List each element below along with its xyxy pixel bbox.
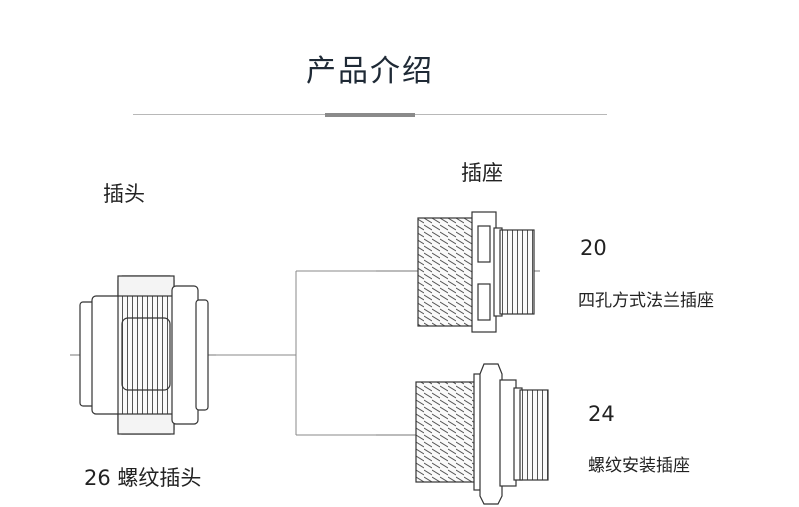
page-title: 产品介绍: [306, 54, 434, 89]
receptacle-1-name: 四孔方式法兰插座: [578, 291, 714, 311]
receptacle-1-code: 20: [580, 236, 607, 260]
plug-header: 插头: [103, 182, 145, 206]
receptacle-20-drawing: [376, 211, 540, 333]
plug-caption: 26 螺纹插头: [84, 466, 202, 490]
receptacle-2-name: 螺纹安装插座: [588, 456, 690, 476]
receptacle-2-code: 24: [588, 402, 615, 426]
connector-lines: [216, 270, 376, 436]
receptacle-24-drawing: [376, 363, 549, 505]
plug-drawing: [70, 275, 216, 435]
title-divider-accent: [325, 113, 415, 117]
receptacle-header: 插座: [461, 161, 503, 185]
